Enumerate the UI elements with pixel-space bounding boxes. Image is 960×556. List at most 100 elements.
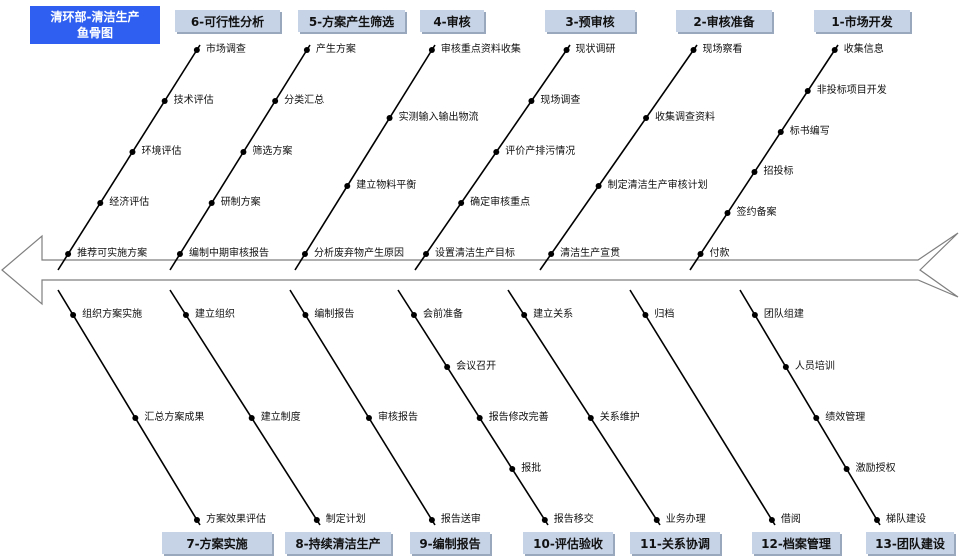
cause-item: 借阅 xyxy=(780,514,801,525)
bone-dot xyxy=(521,312,528,318)
title-line-1: 清环部-清洁生产 xyxy=(50,10,140,24)
bone-dot xyxy=(831,47,838,53)
bone-dot xyxy=(193,47,200,53)
bone-dot xyxy=(272,98,279,104)
cause-item: 激励授权 xyxy=(855,463,896,474)
bone-dot xyxy=(428,517,435,523)
category-bottom-3: 9-编制报告 xyxy=(410,532,490,554)
bone-dot xyxy=(97,200,104,206)
category-top-2: 5-方案产生筛选 xyxy=(298,10,405,32)
bone-dot xyxy=(248,415,255,421)
bone-dot xyxy=(301,251,308,257)
cause-item: 收集调查资料 xyxy=(655,112,716,123)
bottom-bone-1 xyxy=(57,289,201,526)
cause-item: 人员培训 xyxy=(794,361,835,372)
bone-dot xyxy=(458,200,465,206)
bone-dot xyxy=(653,517,660,523)
bone-dot xyxy=(777,129,784,135)
bone-dot xyxy=(804,88,811,94)
cause-item: 审核报告 xyxy=(377,412,418,423)
bone-dot xyxy=(428,47,435,53)
cause-item: 组织方案实施 xyxy=(82,309,143,320)
cause-item: 汇总方案成果 xyxy=(144,412,205,423)
cause-item: 方案效果评估 xyxy=(205,514,266,525)
bone-dot xyxy=(208,200,215,206)
cause-item: 分类汇总 xyxy=(284,95,325,106)
bottom-bone-2 xyxy=(169,289,321,526)
bone-dot xyxy=(176,251,183,257)
bone-dot xyxy=(874,517,881,523)
bone-dot xyxy=(302,312,309,318)
bone-dot xyxy=(587,415,594,421)
category-bottom-7: 13-团队建设 xyxy=(866,532,954,554)
cause-item: 标书编写 xyxy=(789,126,830,137)
bone-dot xyxy=(690,47,697,53)
cause-item: 收集信息 xyxy=(843,44,884,55)
bone-dot xyxy=(386,115,393,121)
category-top-5: 2-审核准备 xyxy=(676,10,772,32)
bone-dot xyxy=(843,466,850,472)
diagram-title: 清环部-清洁生产 鱼骨图 xyxy=(30,6,160,44)
cause-item: 付款 xyxy=(709,248,730,259)
cause-item: 现状调研 xyxy=(575,44,616,55)
bone-dot xyxy=(751,312,758,318)
bone-dot xyxy=(768,517,775,523)
bone-dot xyxy=(132,415,139,421)
bone-dot xyxy=(70,312,77,318)
category-bottom-1: 7-方案实施 xyxy=(162,532,272,554)
category-top-4: 3-预审核 xyxy=(545,10,635,32)
cause-item: 编制报告 xyxy=(314,309,355,320)
bone-dot xyxy=(344,183,351,189)
category-top-3: 4-审核 xyxy=(420,10,484,32)
cause-item: 会议召开 xyxy=(456,361,497,372)
bone-dot xyxy=(182,312,189,318)
cause-item: 业务办理 xyxy=(665,514,706,525)
bone-dot xyxy=(313,517,320,523)
category-bottom-6: 12-档案管理 xyxy=(752,532,840,554)
bone-dot xyxy=(493,149,500,155)
cause-item: 评价产排污情况 xyxy=(505,146,576,157)
cause-item: 设置清洁生产目标 xyxy=(435,248,516,259)
bottom-bone-5 xyxy=(507,289,661,526)
cause-item: 团队组建 xyxy=(763,309,804,320)
bone-dot xyxy=(65,251,72,257)
bone-dot xyxy=(595,183,602,189)
top-bone-6 xyxy=(689,44,839,271)
cause-item: 编制中期审核报告 xyxy=(188,248,269,259)
bottom-bone-6 xyxy=(629,289,776,526)
top-bone-1 xyxy=(57,44,201,271)
category-bottom-4: 10-评估验收 xyxy=(523,532,613,554)
cause-item: 确定审核重点 xyxy=(470,197,531,208)
cause-item: 建立关系 xyxy=(533,309,574,320)
cause-item: 技术评估 xyxy=(173,95,214,106)
bone-dot xyxy=(509,466,516,472)
cause-item: 研制方案 xyxy=(220,197,261,208)
cause-item: 招投标 xyxy=(763,166,794,177)
category-top-1: 6-可行性分析 xyxy=(175,10,280,32)
cause-item: 会前准备 xyxy=(422,309,463,320)
top-bone-3 xyxy=(294,44,436,271)
cause-item: 报告移交 xyxy=(553,514,594,525)
bone-dot xyxy=(751,169,758,175)
bottom-bone-3 xyxy=(289,289,436,526)
bone-dot xyxy=(724,210,731,216)
cause-item: 非投标项目开发 xyxy=(816,85,887,96)
cause-item: 建立物料平衡 xyxy=(356,180,417,191)
cause-item: 建立制度 xyxy=(260,412,301,423)
cause-item: 建立组织 xyxy=(194,309,235,320)
cause-item: 推荐可实施方案 xyxy=(77,248,148,259)
bone-dot xyxy=(541,517,548,523)
cause-item: 产生方案 xyxy=(315,44,356,55)
bone-dot xyxy=(528,98,535,104)
cause-item: 关系维护 xyxy=(599,412,640,423)
category-top-6: 1-市场开发 xyxy=(814,10,910,32)
bone-dot xyxy=(365,415,372,421)
bone-dot xyxy=(642,312,649,318)
fish-spine xyxy=(1,232,959,306)
bone-dot xyxy=(303,47,310,53)
cause-item: 签约备案 xyxy=(736,207,777,218)
cause-item: 市场调查 xyxy=(205,44,246,55)
bone-dot xyxy=(193,517,200,523)
cause-item: 归档 xyxy=(654,309,675,320)
